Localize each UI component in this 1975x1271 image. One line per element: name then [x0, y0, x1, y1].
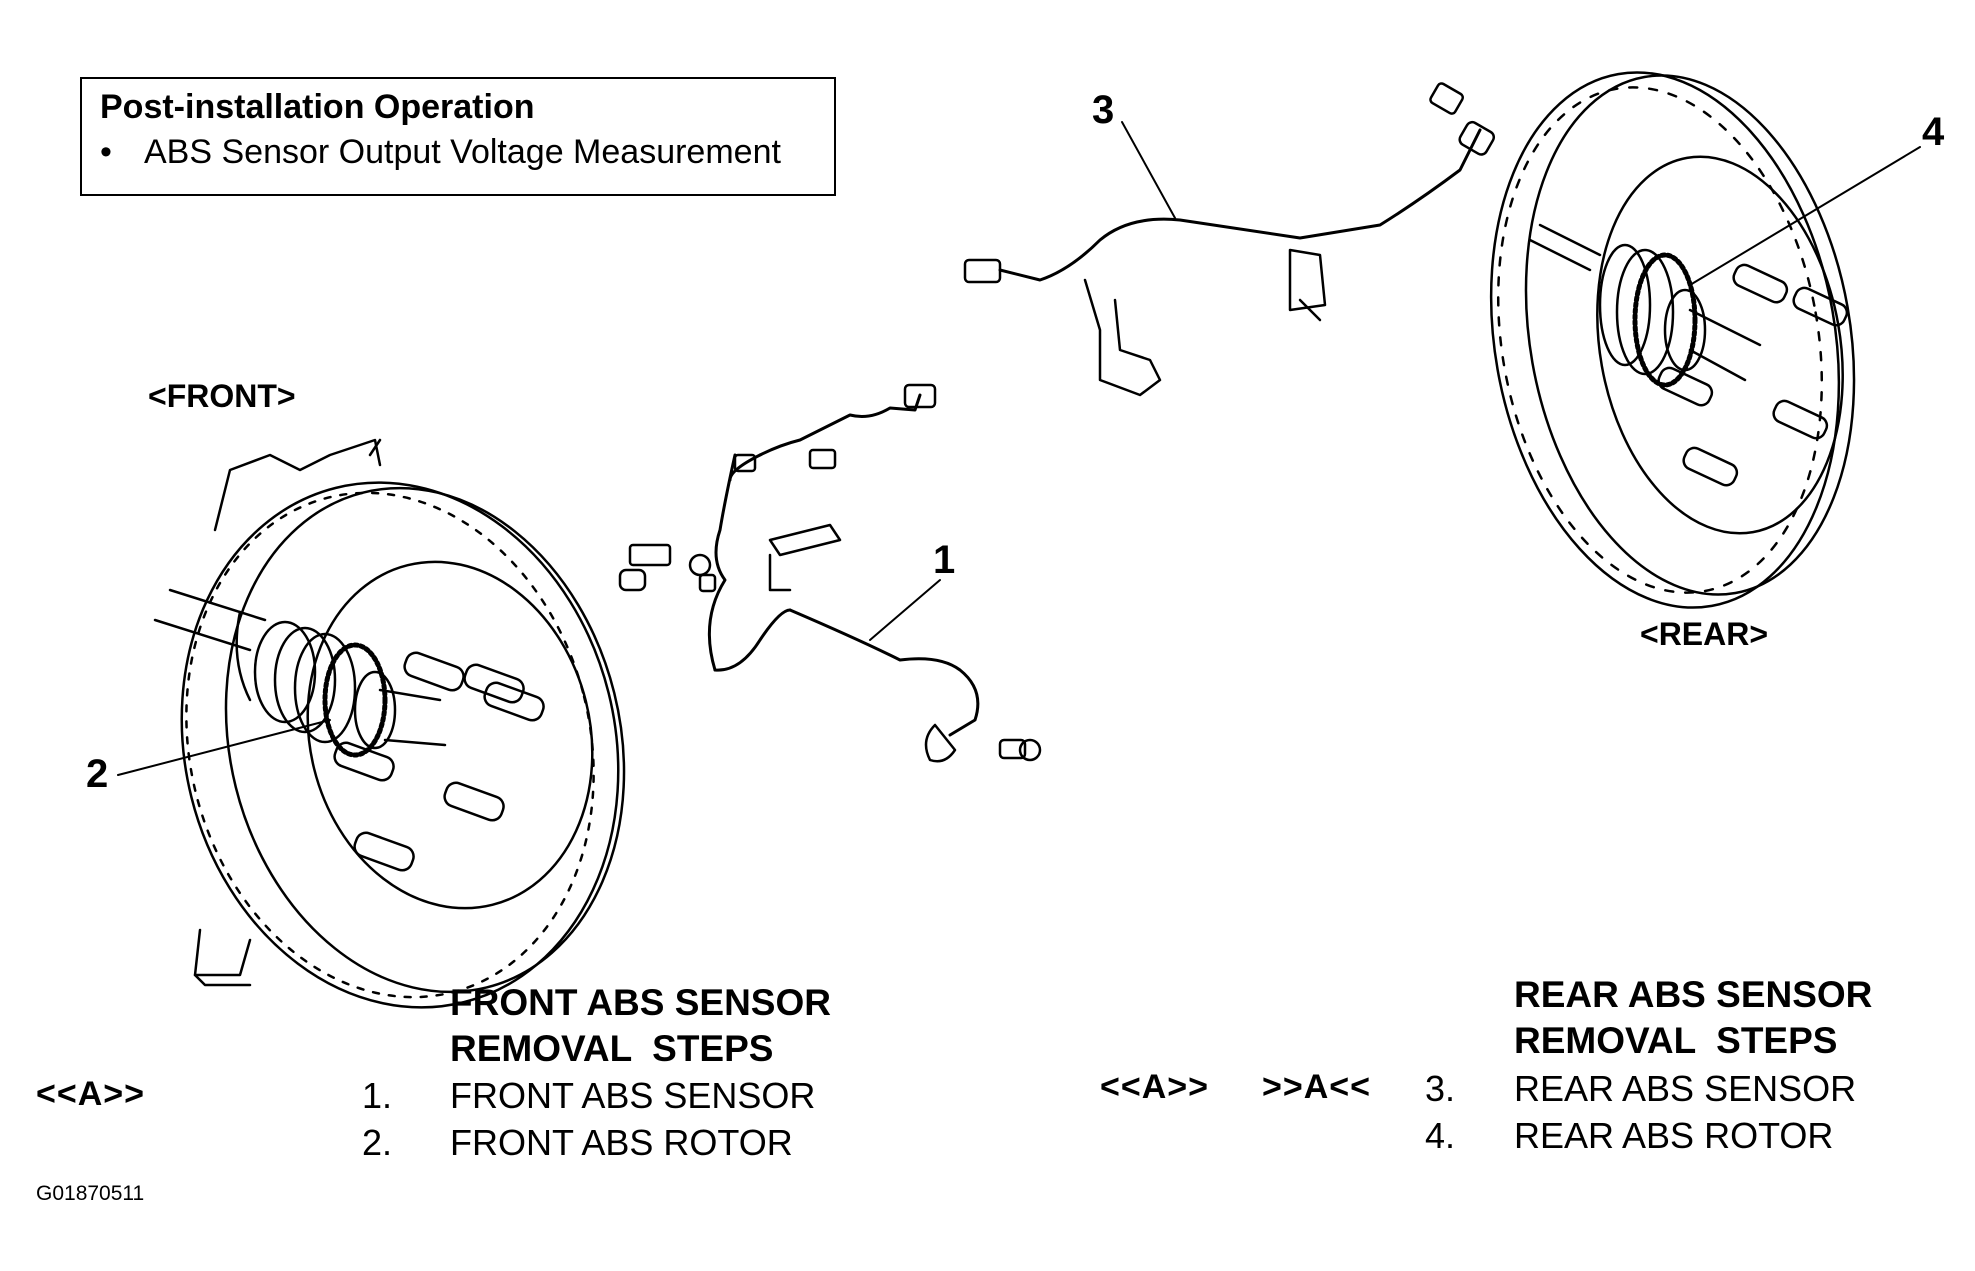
bullet-glyph: • [100, 133, 112, 171]
callout-1: 1 [933, 538, 956, 582]
front-label: <FRONT> [148, 378, 296, 414]
callout-1-leader [869, 579, 941, 641]
rear-brake-assembly [1489, 71, 1856, 609]
rear-steps-heading: REAR ABS SENSOR REMOVAL STEPS [1514, 972, 1872, 1064]
callout-3: 3 [1092, 88, 1115, 132]
rear-ref-install-marker: <<A>> [1100, 1068, 1209, 1106]
rear-abs-sensor-harness [963, 82, 1496, 397]
note-bullet-item: • ABS Sensor Output Voltage Measurement [100, 133, 781, 172]
front-steps-heading-line2: REMOVAL STEPS [450, 1028, 774, 1069]
rear-ref-remove-marker: >>A<< [1262, 1068, 1371, 1106]
front-brake-assembly [153, 438, 626, 1009]
front-ref-marker: <<A>> [36, 1075, 145, 1113]
post-installation-note-box [80, 77, 836, 196]
front-step-1-text: FRONT ABS SENSOR [450, 1075, 816, 1116]
note-item-text: ABS Sensor Output Voltage Measurement [144, 133, 781, 171]
front-step-1-number: 1. [362, 1075, 393, 1116]
front-step-2-number: 2. [362, 1122, 393, 1163]
front-abs-sensor-harness [618, 383, 1042, 763]
note-title: Post-installation Operation [100, 88, 535, 126]
front-steps-heading: FRONT ABS SENSOR REMOVAL STEPS [450, 980, 831, 1072]
callout-2: 2 [86, 752, 109, 796]
rear-step-3-number: 3. [1425, 1068, 1456, 1109]
front-step-2-text: FRONT ABS ROTOR [450, 1122, 793, 1163]
rear-step-3-text: REAR ABS SENSOR [1514, 1068, 1857, 1109]
callout-2-leader [117, 719, 331, 776]
front-steps-heading-line1: FRONT ABS SENSOR [450, 982, 831, 1023]
figure-code: G01870511 [36, 1182, 145, 1205]
callout-4: 4 [1922, 110, 1945, 154]
rear-step-4-text: REAR ABS ROTOR [1514, 1115, 1834, 1156]
rear-steps-heading-line2: REMOVAL STEPS [1514, 1020, 1838, 1061]
rear-label: <REAR> [1640, 616, 1769, 652]
callout-3-leader [1121, 121, 1176, 219]
rear-step-4-number: 4. [1425, 1115, 1456, 1156]
rear-steps-heading-line1: REAR ABS SENSOR [1514, 974, 1873, 1015]
callout-4-leader [1689, 146, 1921, 286]
